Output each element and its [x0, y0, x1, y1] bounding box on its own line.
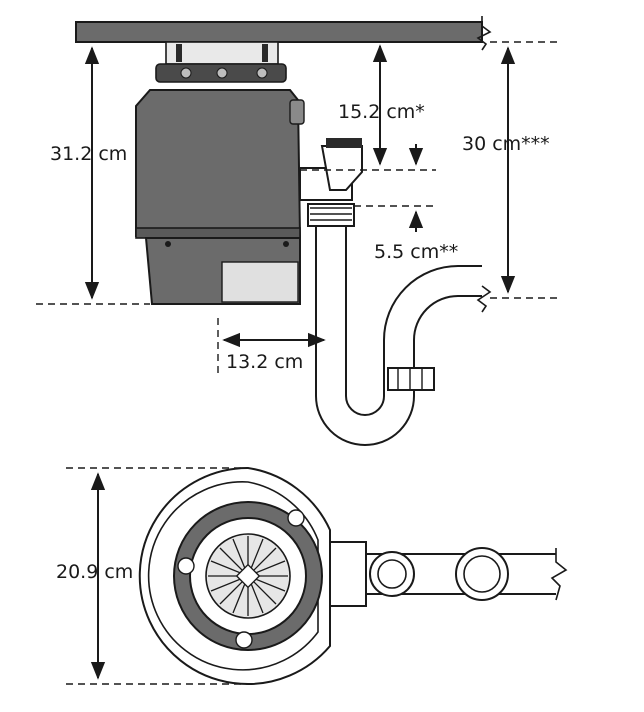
discharge-outlet [299, 138, 363, 201]
sink-countertop [75, 16, 492, 51]
outlet-offset-label: 13.2 cm [226, 351, 303, 373]
dimension-unit-height: 31.2 cm [36, 46, 150, 305]
dimension-inlet-drop: 15.2 cm* [300, 44, 436, 171]
outlet-to-trap-label: 30 cm*** [462, 133, 550, 155]
dimension-outlet-to-trap: 30 cm*** [462, 41, 558, 299]
unit-diameter-label: 20.9 cm [56, 561, 133, 583]
unit-height-label: 31.2 cm [50, 143, 127, 165]
inlet-drop-label: 15.2 cm* [338, 101, 425, 123]
outlet-height-label: 5.5 cm** [374, 241, 458, 263]
discharge-pipe-top [329, 541, 568, 607]
drain-trap-pipe [307, 203, 492, 446]
dimension-unit-diameter: 20.9 cm [56, 467, 248, 685]
disposer-unit-side [135, 89, 305, 305]
dimension-outlet-offset: 13.2 cm [217, 318, 326, 378]
mounting-assembly [155, 41, 287, 83]
disposer-unit-top [138, 466, 331, 685]
dimension-outlet-height: 5.5 cm** [354, 144, 458, 263]
